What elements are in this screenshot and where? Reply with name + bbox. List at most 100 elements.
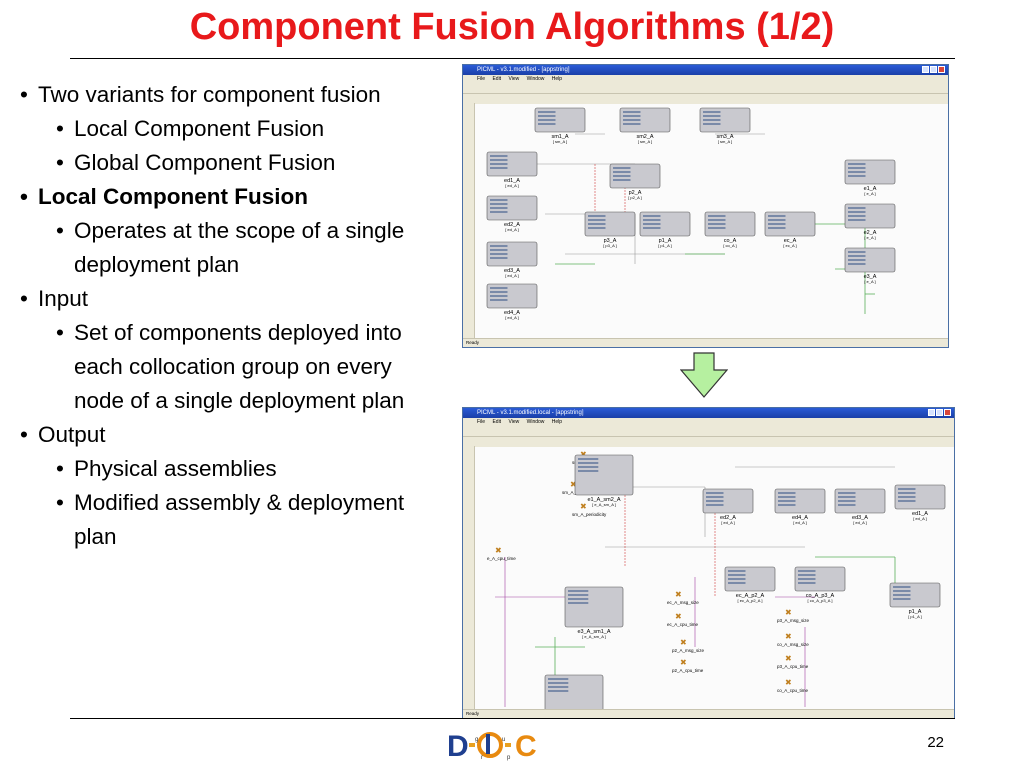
component-label: p2_A	[629, 190, 642, 196]
close-icon	[938, 66, 945, 73]
component-label: p3_A	[604, 238, 617, 244]
component-node: ed4_A[ ed_A ]	[486, 283, 538, 320]
component-node: ed2_A[ ed_A ]	[486, 195, 538, 232]
component-node: co_A[ co_A ]	[704, 211, 756, 248]
title-divider	[70, 58, 955, 59]
svg-text:r: r	[481, 755, 483, 761]
component-type-label: [ ed_A ]	[505, 315, 519, 320]
component-type-label: [ co_A ]	[723, 243, 736, 248]
component-node: p1_A[ p1_A ]	[639, 211, 691, 248]
property-label: p2_A_msg_size	[672, 648, 705, 653]
menu-edit: Edit	[492, 76, 502, 82]
component-type-label: [ ed_A ]	[505, 273, 519, 278]
component-type-label: [ ed_A ]	[505, 227, 519, 232]
property-label: ec_A_cpu_time	[667, 622, 699, 627]
model-canvas: ✖sm_A_msg_size✖sm_A_cpu_time✖sm_A_period…	[475, 447, 954, 718]
footer-divider	[70, 718, 955, 719]
component-label: p1_A	[909, 609, 922, 615]
component-node: ed3_A[ ed_A ]	[834, 488, 886, 525]
component-type-label: [ p3_A ]	[603, 243, 617, 248]
component-label: ed3_A	[504, 268, 520, 274]
component-type-label: [ ed_A ]	[913, 516, 927, 521]
component-type-label: [ ed_A ]	[505, 183, 519, 188]
property-node: ✖sm_A_periodicity	[572, 502, 607, 517]
maximize-icon	[930, 66, 937, 73]
menu-help: Help	[551, 419, 563, 425]
component-label: ed1_A	[504, 178, 520, 184]
window-title: PICML - v3.1.modified - [appstring]	[477, 67, 570, 73]
component-type-label: [ e_A_sm_A ]	[592, 502, 616, 507]
property-label: co_A_cpu_time	[777, 688, 809, 693]
property-icon: ✖	[785, 654, 792, 663]
property-icon: ✖	[495, 546, 502, 555]
menu-help: Help	[551, 76, 563, 82]
component-node: e2_A_sm3_A[ e_A_sm_A ]	[544, 674, 604, 718]
property-node: ✖ec_A_cpu_time	[667, 612, 699, 627]
component-diagram-after: ✖sm_A_msg_size✖sm_A_cpu_time✖sm_A_period…	[487, 450, 946, 718]
close-icon	[944, 409, 951, 416]
property-node: ✖p3_A_msg_size	[777, 608, 810, 623]
component-label: co_A	[724, 238, 737, 244]
bullet-list: Two variants for component fusion Local …	[20, 78, 440, 554]
status-bar: Ready	[463, 709, 954, 718]
property-label: e_A_cpu_time	[487, 556, 516, 561]
sub-bullet-item: Physical assemblies	[56, 452, 440, 486]
property-icon: ✖	[785, 632, 792, 641]
property-icon: ✖	[785, 608, 792, 617]
menu-bar: File Edit View Window Help	[463, 75, 948, 83]
property-icon: ✖	[580, 502, 587, 511]
component-node: e3_A_sm1_A[ e_A_sm_A ]	[564, 586, 624, 639]
property-icon: ✖	[580, 450, 587, 459]
menu-window: Window	[526, 76, 545, 82]
sub-bullet-item: Set of components deployed into each col…	[56, 316, 440, 418]
minimize-icon	[922, 66, 929, 73]
maximize-icon	[936, 409, 943, 416]
component-node: ed1_A[ ed_A ]	[486, 151, 538, 188]
component-node: sm1_A[ sm_A ]	[534, 107, 586, 144]
property-icon: ✖	[570, 480, 577, 489]
menu-edit: Edit	[492, 419, 502, 425]
component-type-label: [ e_A ]	[864, 191, 875, 196]
property-icon: ✖	[675, 612, 682, 621]
component-label: e1_A_sm2_A	[587, 497, 620, 503]
doc-group-logo: D C g r u p	[447, 730, 537, 762]
sub-bullet-item: Modified assembly & deployment plan	[56, 486, 440, 554]
component-node: ec_A[ ec_A ]	[764, 211, 816, 248]
bullet-item: Two variants for component fusion	[20, 78, 440, 112]
component-label: ec_A_p2_A	[736, 593, 765, 599]
component-node: e3_A[ e_A ]	[844, 247, 896, 284]
component-label: co_A_p3_A	[806, 593, 835, 599]
property-icon: ✖	[680, 658, 687, 667]
svg-text:g: g	[475, 737, 478, 743]
model-canvas: sm1_A[ sm_A ]sm2_A[ sm_A ]sm3_A[ sm_A ]e…	[475, 104, 948, 338]
component-type-label: [ ec_A ]	[783, 243, 796, 248]
property-label: p2_A_cpu_time	[672, 668, 704, 673]
component-node: e1_A_sm2_A[ e_A_sm_A ]	[574, 454, 634, 507]
component-label: ed4_A	[792, 515, 808, 521]
component-label: e1_A	[864, 186, 877, 192]
menu-file: File	[477, 76, 486, 82]
component-node: ed4_A[ ed_A ]	[774, 488, 826, 525]
svg-text:u: u	[502, 737, 505, 743]
property-icon: ✖	[680, 638, 687, 647]
component-type-label: [ p2_A ]	[628, 195, 642, 200]
component-label: e2_A	[864, 230, 877, 236]
bullet-item: Local Component Fusion	[20, 180, 440, 214]
component-type-label: [ p1_A ]	[908, 614, 922, 619]
component-label: ec_A	[784, 238, 797, 244]
component-type-label: [ e_A ]	[864, 279, 875, 284]
property-icon: ✖	[785, 678, 792, 687]
component-type-label: [ e_A_sm_A ]	[582, 634, 606, 639]
property-node: ✖e_A_cpu_time	[487, 546, 516, 561]
parts-toolbar	[463, 103, 475, 339]
component-node: e1_A[ e_A ]	[844, 159, 896, 196]
component-node: p2_A[ p2_A ]	[609, 163, 661, 200]
svg-text:p: p	[507, 755, 511, 761]
window-title: PICML - v3.1.modified.local - [appstring…	[477, 410, 584, 416]
sub-bullet-item: Local Component Fusion	[56, 112, 440, 146]
component-type-label: [ ec_A_p2_A ]	[738, 598, 763, 603]
toolbar	[463, 83, 948, 94]
bullet-item: Output	[20, 418, 440, 452]
parts-toolbar	[463, 446, 475, 710]
toolbar	[463, 426, 954, 437]
